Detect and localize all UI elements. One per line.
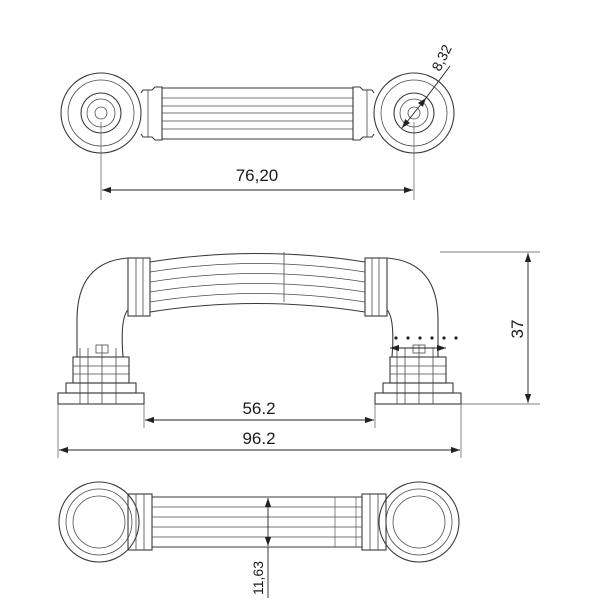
dimension-inner-base: 56.2	[143, 399, 376, 428]
inner-base-label: 56.2	[242, 399, 275, 418]
bottom-view-bar	[127, 493, 387, 551]
top-view-bar	[140, 86, 375, 141]
top-view: 76,20 8,32	[60, 42, 455, 200]
dimension-height: 37	[440, 251, 540, 405]
dimension-overall-length: 96.2	[57, 404, 462, 458]
side-view-left-foot	[57, 344, 145, 405]
overall-length-label: 96.2	[242, 429, 275, 448]
dimension-hole-center: 76,20	[100, 122, 415, 200]
bottom-view: 11,63	[58, 481, 460, 598]
dimension-bar-width: 11,63	[250, 497, 357, 598]
side-view: 37 56.2 96.2	[57, 251, 540, 458]
side-view-thread-detail	[390, 336, 458, 352]
bottom-view-left-end	[58, 481, 140, 563]
hole-diameter-label: 8,32	[428, 42, 455, 74]
side-view-handle	[76, 252, 439, 358]
hole-center-label: 76,20	[236, 166, 279, 185]
bottom-view-right-end	[378, 481, 460, 563]
height-label: 37	[508, 320, 527, 339]
side-view-right-foot	[374, 344, 462, 405]
bar-width-label: 11,63	[250, 561, 266, 595]
